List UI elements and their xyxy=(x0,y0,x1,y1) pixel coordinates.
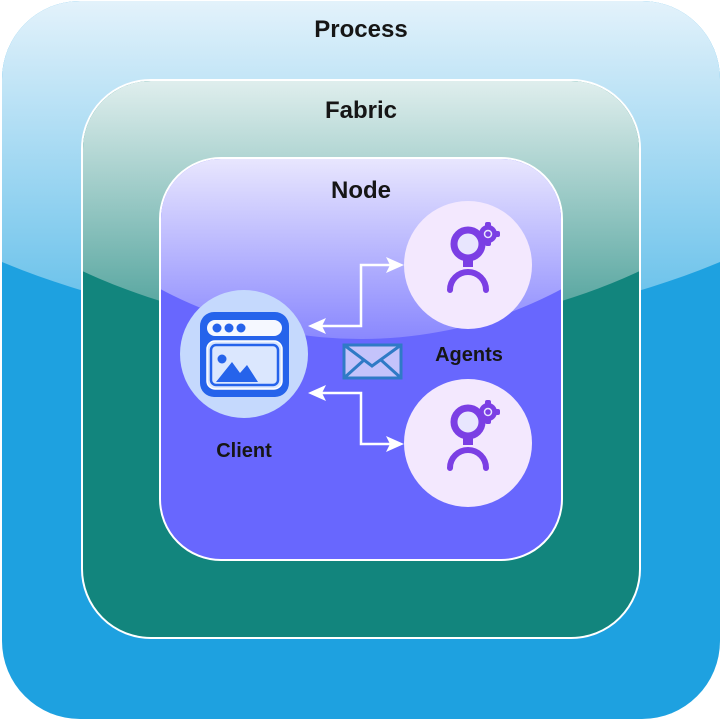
node-title: Node xyxy=(331,177,391,204)
client-label: Client xyxy=(216,440,272,462)
arrowhead-left-2 xyxy=(308,385,326,401)
connector-client-agent-1 xyxy=(322,263,390,328)
arrowhead-left-1 xyxy=(308,318,326,334)
connector-client-agent-2 xyxy=(322,391,390,446)
client-node xyxy=(180,290,308,418)
agents-label: Agents xyxy=(435,344,503,366)
browser-window-icon xyxy=(200,312,289,397)
arrowhead-right-1 xyxy=(386,257,404,273)
agent-node-2 xyxy=(404,379,532,507)
agent-node-1 xyxy=(404,201,532,329)
envelope-icon xyxy=(342,343,403,380)
arrowhead-right-2 xyxy=(386,436,404,452)
fabric-title: Fabric xyxy=(324,97,398,124)
process-title: Process xyxy=(314,16,408,43)
